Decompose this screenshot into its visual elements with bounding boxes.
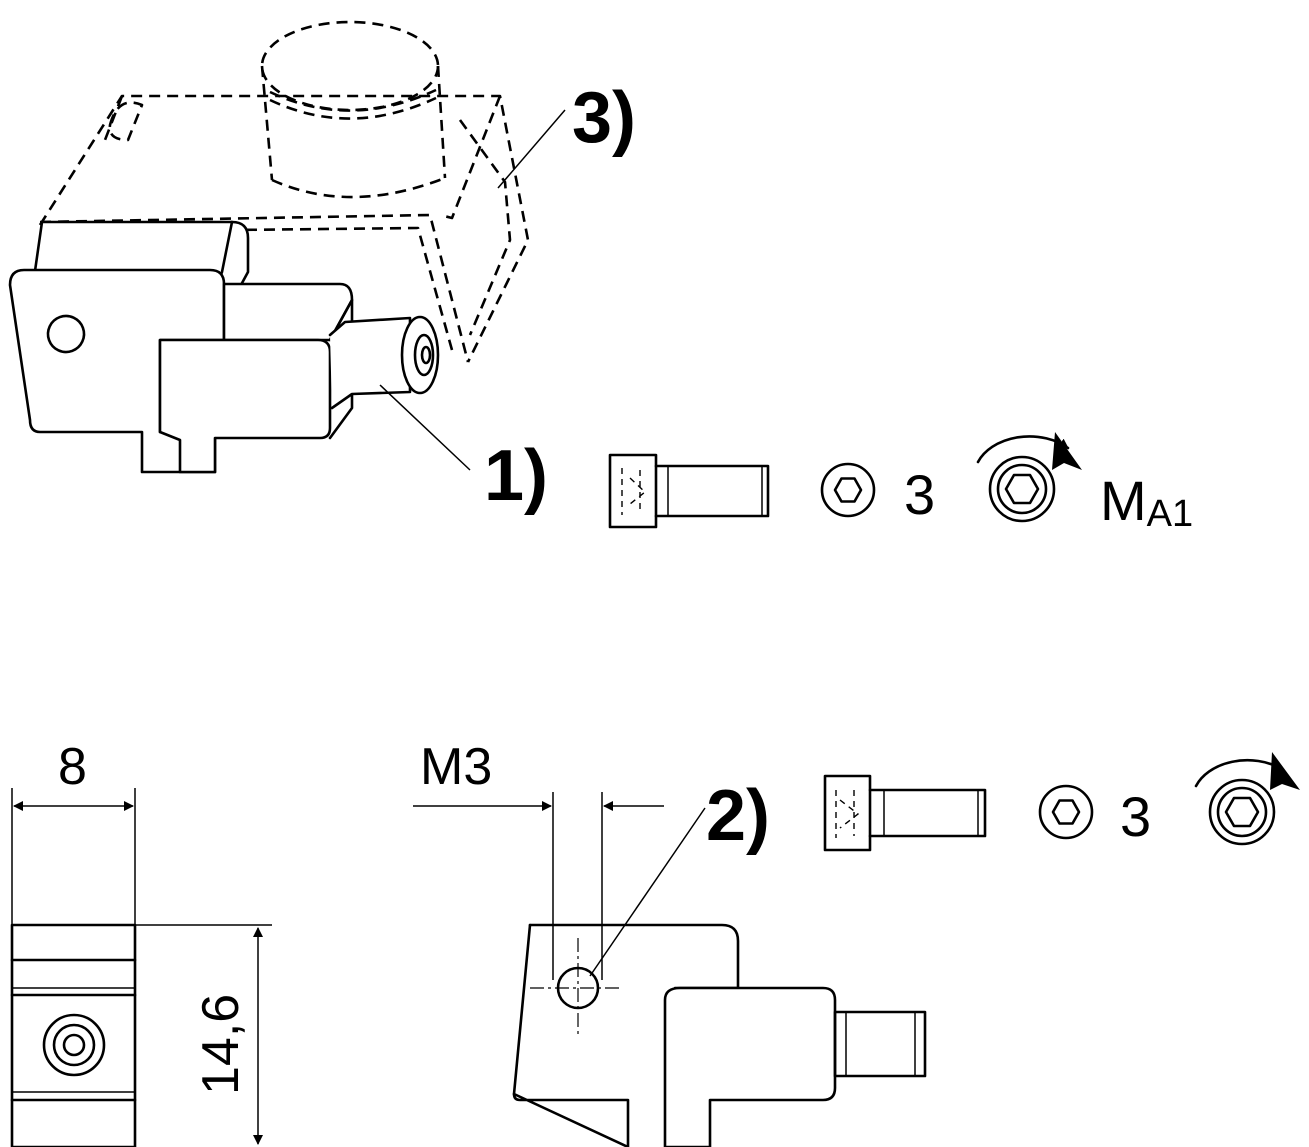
callout-3: 3) [572,78,636,158]
screw-icon-2 [823,774,987,852]
clamp-block-isometric [8,220,440,474]
torque-tighten-icon [976,432,1082,523]
callout-1: 1) [484,436,548,516]
wrench-size-2: 3 [1120,785,1151,848]
front-view [10,788,272,1147]
screw-icon [608,453,770,529]
wrench-size-1: 3 [904,463,935,526]
dim-height: 14,6 [192,994,250,1095]
side-view [413,792,927,1147]
callout-2: 2) [706,776,770,856]
torque-tighten-icon-2 [1194,752,1300,846]
mating-part-dashed [38,20,530,363]
hex-key-icon [820,462,876,518]
dim-width: 8 [58,738,87,796]
torque-symbol: MA1 [1100,469,1193,535]
hex-key-icon-2 [1038,784,1094,840]
dim-thread: M3 [420,738,492,796]
